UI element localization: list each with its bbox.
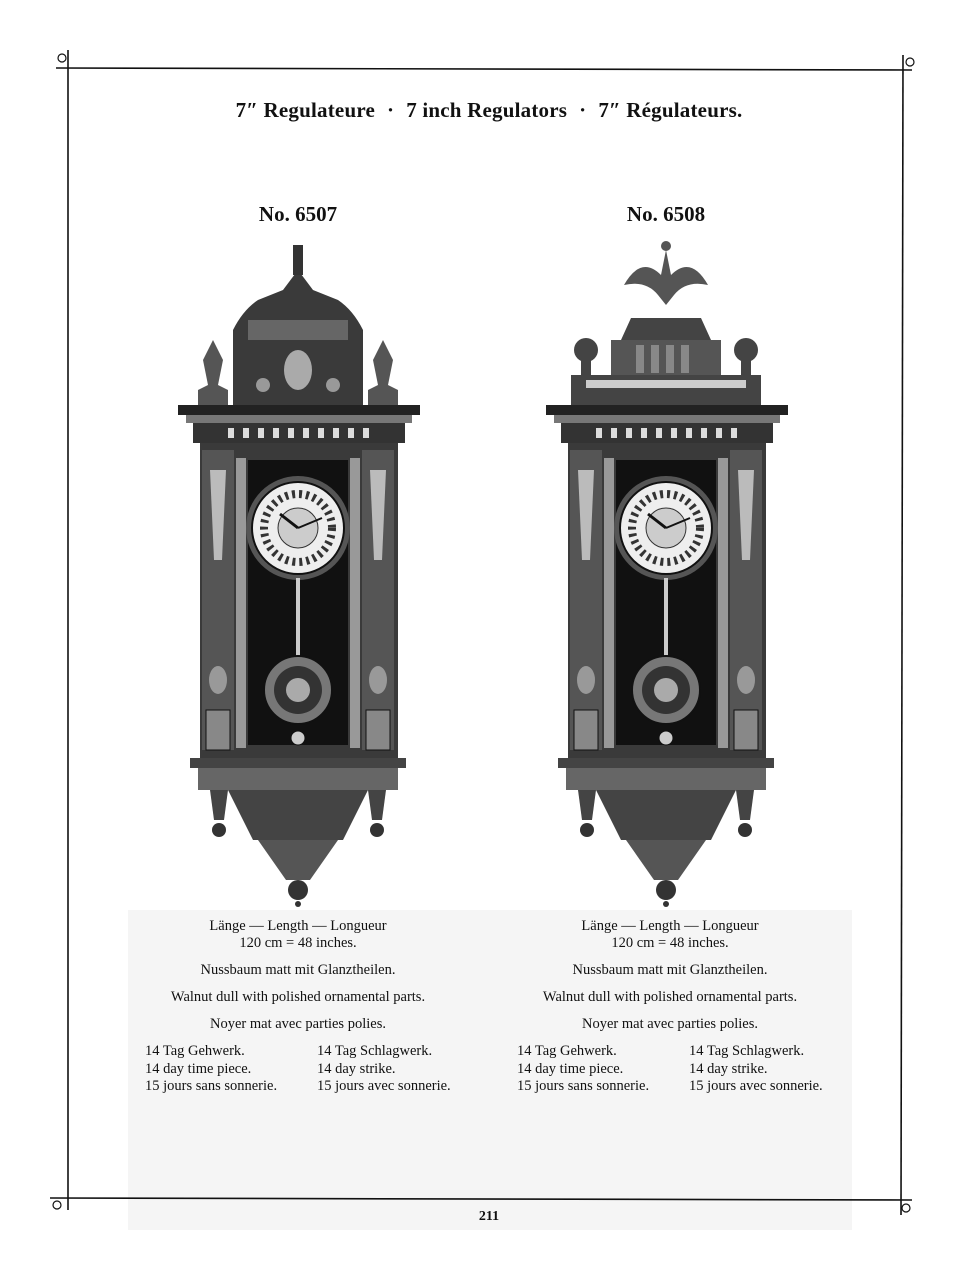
- clock-illustration-6507: [178, 245, 420, 907]
- movement-strike: 14 Tag Schlagwerk. 14 day strike. 15 jou…: [689, 1043, 823, 1096]
- movement-strike: 14 Tag Schlagwerk. 14 day strike. 15 jou…: [317, 1043, 451, 1096]
- model-number: No. 6507: [258, 202, 338, 226]
- movement-line: 14 Tag Schlagwerk.: [689, 1043, 805, 1059]
- length-label: Länge — Length — Longueur: [209, 918, 387, 934]
- movement-line: 15 jours sans sonnerie.: [517, 1078, 650, 1094]
- title-french: 7″ Régulateurs.: [598, 98, 743, 122]
- clock-illustration-6508: [546, 241, 788, 907]
- movement-line: 14 Tag Gehwerk.: [145, 1043, 245, 1059]
- length-label: Länge — Length — Longueur: [581, 918, 759, 934]
- movement-line: 15 jours avec sonnerie.: [689, 1078, 823, 1094]
- length-value: 120 cm = 48 inches.: [239, 935, 357, 951]
- corner-ornament-icon: [52, 53, 915, 1213]
- product-description-6508: Länge — Length — Longueur 120 cm = 48 in…: [490, 918, 850, 1096]
- product-description-6507: Länge — Length — Longueur 120 cm = 48 in…: [118, 918, 478, 1096]
- movement-time: 14 Tag Gehwerk. 14 day time piece. 15 jo…: [517, 1043, 689, 1096]
- movement-time: 14 Tag Gehwerk. 14 day time piece. 15 jo…: [145, 1043, 317, 1096]
- material-fr: Noyer mat avec parties polies.: [210, 1016, 386, 1032]
- title-english: 7 inch Regulators: [406, 98, 568, 122]
- title-separator: ·: [579, 98, 587, 122]
- movement-line: 14 Tag Schlagwerk.: [317, 1043, 433, 1059]
- movement-line: 14 day strike.: [689, 1060, 768, 1077]
- movement-line: 15 jours avec sonnerie.: [317, 1078, 451, 1094]
- movement-line: 14 Tag Gehwerk.: [517, 1043, 617, 1059]
- model-number: No. 6508: [626, 202, 706, 226]
- description-background: [128, 910, 852, 1230]
- movement-line: 14 day time piece.: [517, 1060, 624, 1077]
- material-en: Walnut dull with polished ornamental par…: [170, 989, 426, 1005]
- material-de: Nussbaum matt mit Glanztheilen.: [200, 962, 396, 978]
- movement-line: 15 jours sans sonnerie.: [145, 1078, 278, 1094]
- movement-line: 14 day time piece.: [145, 1060, 252, 1077]
- length-value: 120 cm = 48 inches.: [611, 935, 729, 951]
- material-en: Walnut dull with polished ornamental par…: [542, 989, 798, 1005]
- material-de: Nussbaum matt mit Glanztheilen.: [572, 962, 768, 978]
- page-number: 211: [478, 1209, 500, 1224]
- movement-line: 14 day strike.: [317, 1060, 396, 1077]
- material-fr: Noyer mat avec parties polies.: [582, 1016, 758, 1032]
- title-separator: ·: [386, 98, 395, 122]
- page-title: 7″ Regulateure · 7 inch Regulators · 7″ Régu…: [0, 98, 978, 123]
- title-german: 7″ Regulateure: [235, 98, 375, 122]
- eagle-ornament-icon: [624, 241, 708, 305]
